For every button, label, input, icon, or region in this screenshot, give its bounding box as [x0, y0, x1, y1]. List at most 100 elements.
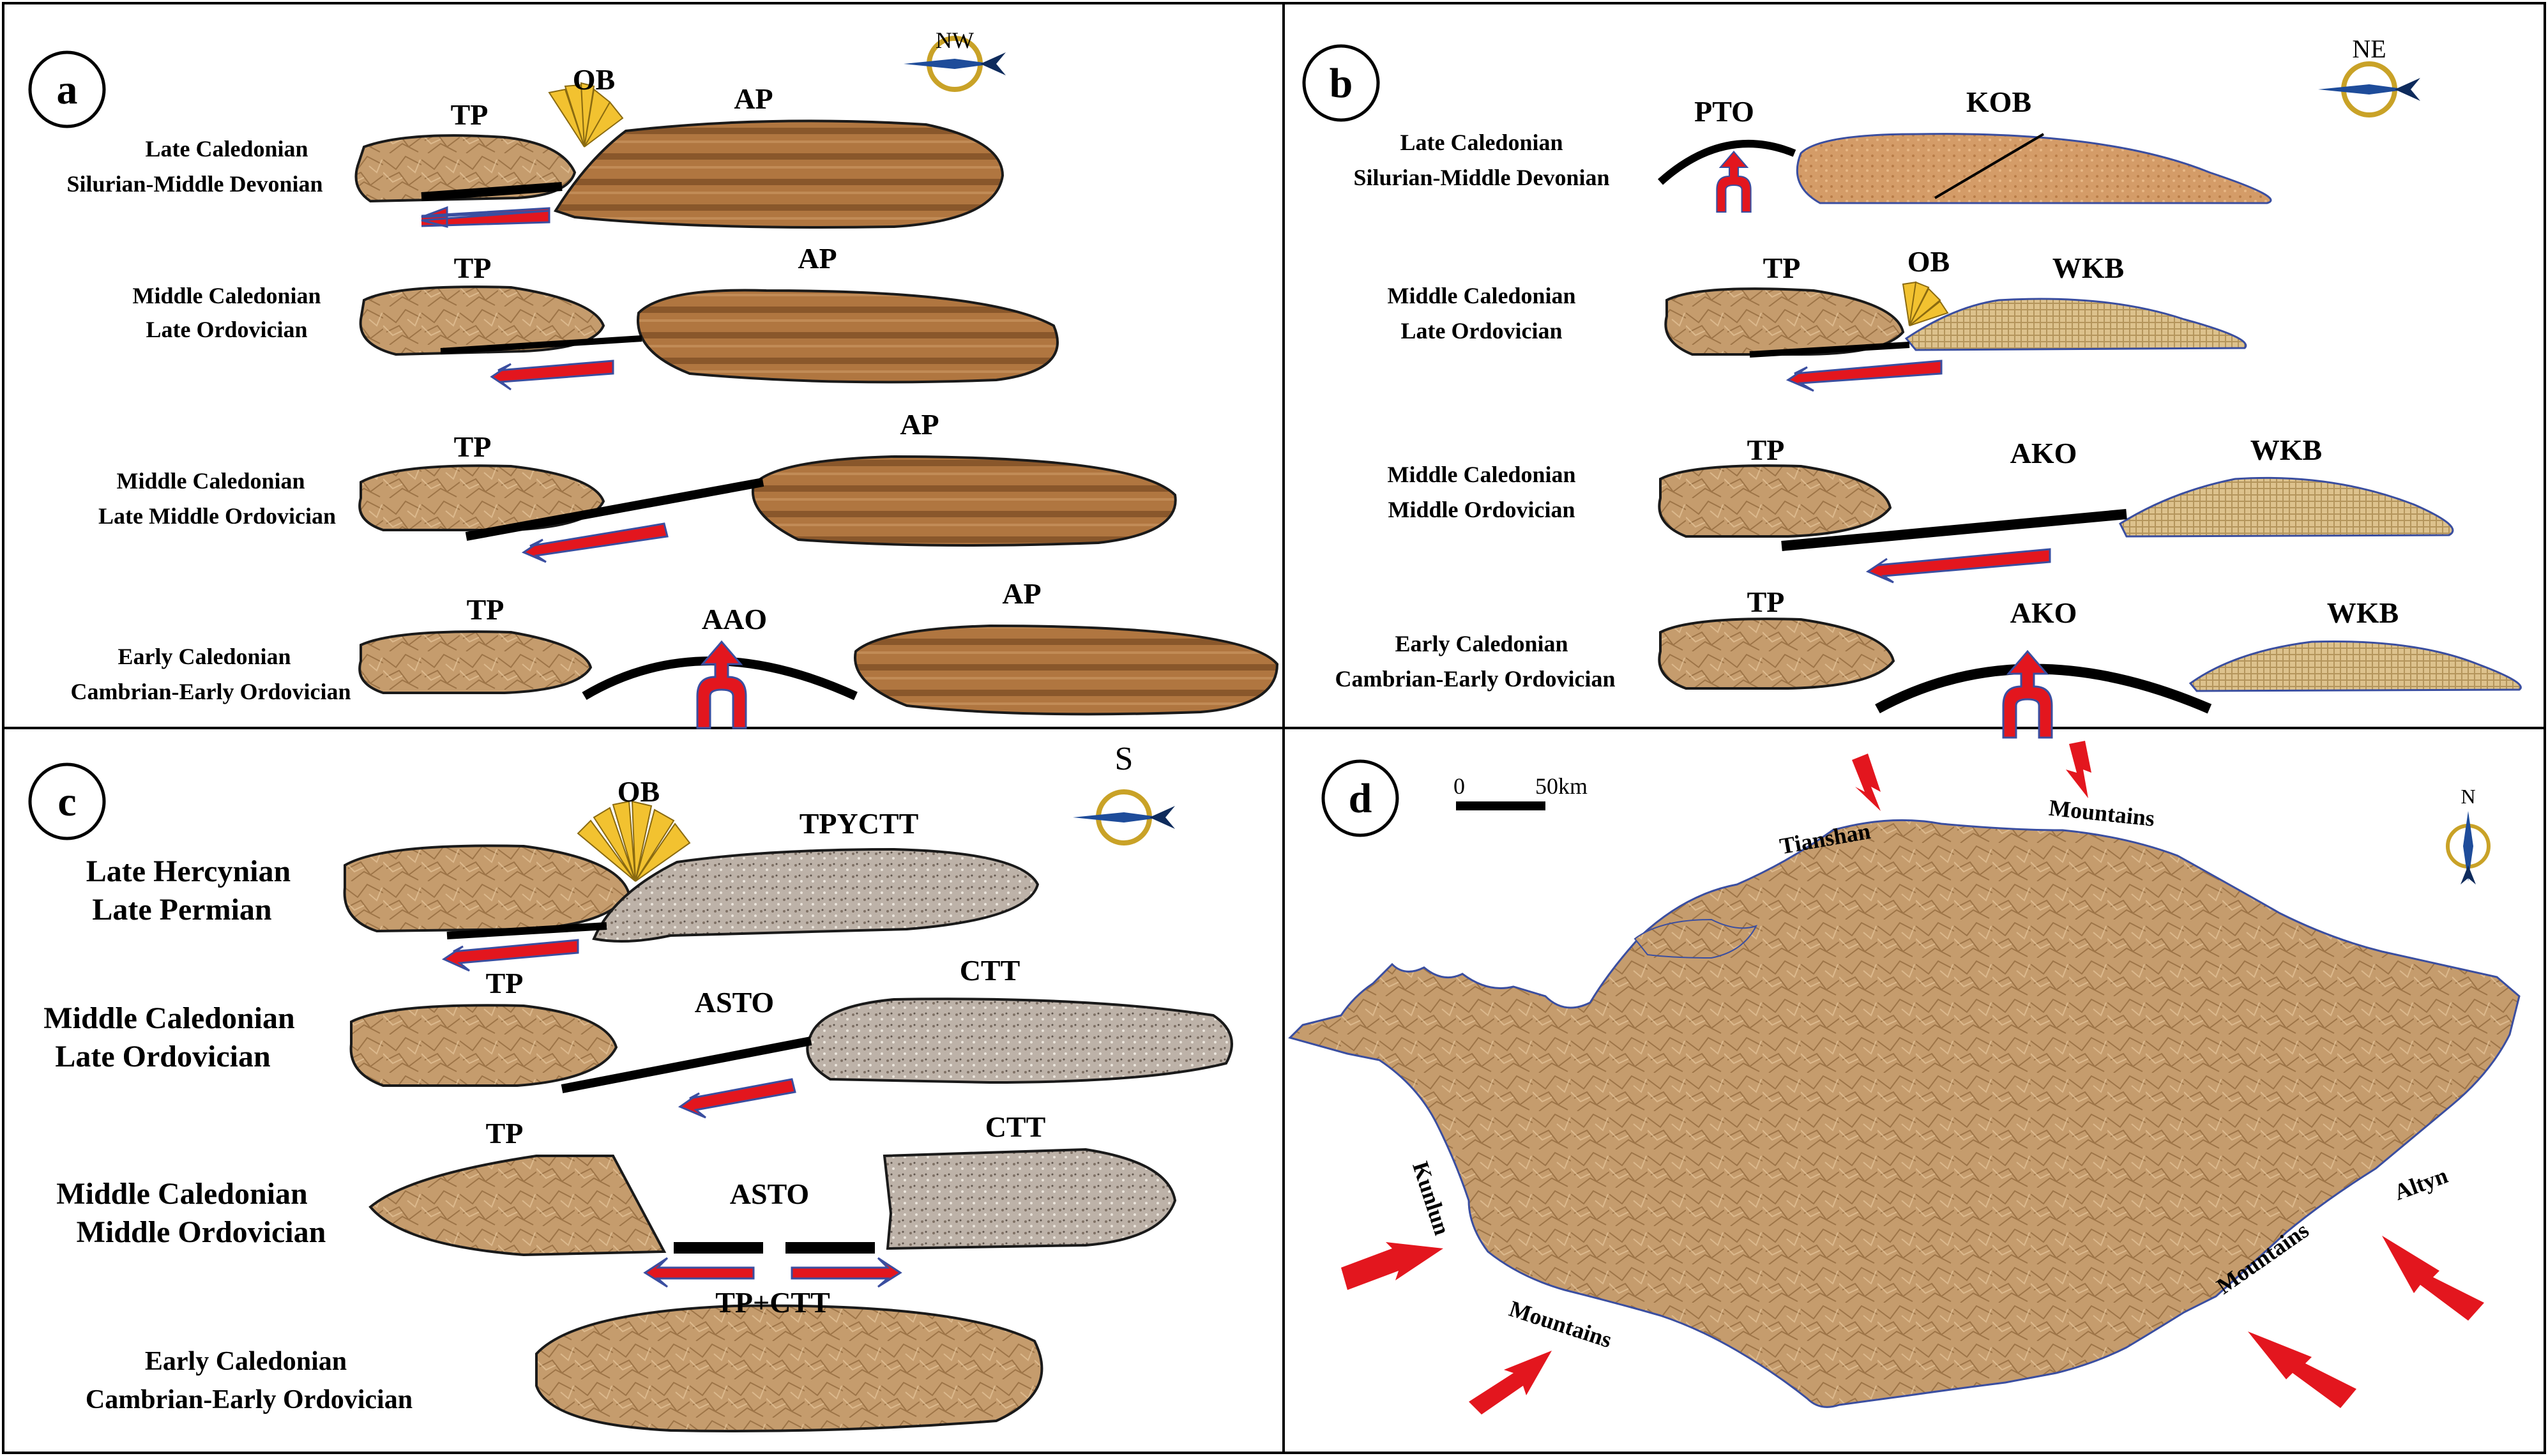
- panel-c-row3-tp: TP: [486, 1117, 524, 1149]
- panel-b-row3-stage: Middle Caledonian: [1387, 462, 1575, 487]
- panel-b-row2-period: Late Ordovician: [1401, 318, 1563, 344]
- panel-b-row3-subduction: [1781, 509, 2127, 551]
- panel-b-row4-ako: AKO: [2010, 596, 2077, 629]
- panel-b-row2-tp: TP: [1763, 252, 1801, 284]
- panel-b-row4-tp-plate: [1658, 618, 1895, 690]
- north-arrow-icon: [2446, 811, 2491, 884]
- panel-a-row4-ap-plate: [854, 624, 1279, 716]
- panel-c-row2-asto: ASTO: [695, 986, 774, 1019]
- panel-a-row1-tp-plate: [354, 134, 577, 203]
- panel-b-row2-wkb: WKB: [2052, 252, 2124, 284]
- panel-a-row1-subduction: [421, 182, 563, 201]
- panel-c-row4-stage: Early Caledonian: [145, 1347, 347, 1376]
- compass-icon: [2318, 64, 2420, 115]
- panel-c-row1-subduction: [446, 922, 607, 939]
- panel-c-row3-arrow-right: [791, 1257, 902, 1288]
- panel-c-row4-tpctt-plate: [535, 1304, 1043, 1432]
- panel-d: d 0 50km N Tianshan Mountains Kunlun Mou…: [1288, 741, 2521, 1414]
- panel-a-row4-stage: Early Caledonian: [118, 644, 291, 669]
- panel-a-row3-stage: Middle Caledonian: [116, 468, 305, 494]
- panel-a-row2-tp: TP: [454, 252, 492, 284]
- tarim-northwest-lobe: [1634, 918, 1757, 959]
- panel-a-row1-ap-plate: [553, 119, 1005, 229]
- panel-b-row2-wkb-plate: [1904, 298, 2247, 351]
- upwelling-arrow-icon: [696, 641, 747, 729]
- panel-c-compass-label: S: [1115, 741, 1134, 777]
- compression-arrow-east: [2382, 1236, 2484, 1321]
- label-mountains-southwest: Mountains: [1506, 1296, 1615, 1353]
- panel-c-row2-ctt: CTT: [960, 954, 1020, 987]
- panel-c-row2-period: Late Ordovician: [55, 1040, 270, 1073]
- panel-c-row4-period: Cambrian-Early Ordovician: [86, 1385, 413, 1414]
- panel-b-row3-wkb-plate: [2119, 476, 2454, 538]
- panel-b-row2-ob: OB: [1907, 245, 1950, 278]
- compass-icon: [1073, 792, 1175, 843]
- upwelling-arrow-icon: [1716, 151, 1752, 213]
- panel-b-row3-arrow: [1865, 548, 2051, 584]
- panel-a-frame: [2, 2, 1285, 729]
- panel-a-row4-tp-plate: [358, 630, 593, 694]
- panel-a-row4-aao: AAO: [702, 603, 767, 635]
- panel-a-row3-period: Late Middle Ordovician: [98, 503, 336, 529]
- panel-b-row1-kob-plate: [1796, 133, 2272, 204]
- panel-a-row3-tp-plate: [358, 464, 605, 531]
- panel-a-row3-ap: AP: [900, 408, 939, 441]
- panel-c-row1-period: Late Permian: [92, 893, 271, 927]
- panel-b-row2-stage: Middle Caledonian: [1387, 283, 1575, 308]
- label-kunlun: Kunlun: [1407, 1158, 1455, 1238]
- panel-c-row2-subduction: [561, 1036, 812, 1093]
- panel-b-row1-fault: [1934, 133, 2045, 199]
- panel-c-row2-tp-plate: [349, 1004, 618, 1087]
- panel-a-compass-label: NW: [936, 27, 974, 53]
- panel-b-row4-period: Cambrian-Early Ordovician: [1335, 666, 1616, 692]
- panel-a-letter: a: [57, 66, 78, 113]
- panel-b-row2-subduction: [1749, 342, 1910, 358]
- panel-b-row4-tp: TP: [1747, 586, 1785, 618]
- panel-b-row4-wkb: WKB: [2327, 596, 2399, 629]
- panel-c-row1-tpyctt-plate: [592, 847, 1040, 943]
- panel-c-row3-period: Middle Ordovician: [77, 1215, 326, 1249]
- panel-c-row3-tp-plate: [368, 1155, 667, 1257]
- panel-a-row2-stage: Middle Caledonian: [132, 283, 321, 308]
- panel-a-row3-subduction: [465, 478, 764, 541]
- panel-d-frame: [1282, 727, 2546, 1454]
- panel-b-row1-kob: KOB: [1966, 86, 2031, 118]
- scale-zero: 0: [1453, 773, 1465, 799]
- panel-b-letter-circle: [1302, 44, 1380, 122]
- panel-a-row2-tp-plate: [359, 285, 605, 356]
- panel-a-row1-arrow: [421, 206, 550, 228]
- panel-c-row3-ridge-left: [674, 1242, 763, 1254]
- panel-b-row3-period: Middle Ordovician: [1388, 497, 1575, 522]
- panel-a-row2-period: Late Ordovician: [146, 317, 308, 342]
- panel-c-letter: c: [57, 778, 76, 825]
- panel-a-row4-period: Cambrian-Early Ordovician: [71, 679, 351, 704]
- panel-a-row1-ap: AP: [734, 82, 773, 115]
- panel-b-row3-tp-plate: [1658, 464, 1892, 538]
- compression-arrow-north-2: [2066, 741, 2091, 798]
- panel-b-row1-pto: PTO: [1694, 95, 1754, 128]
- panel-c: c S Late Hercynian Late Permian OB TPYCT…: [28, 741, 1233, 1432]
- panel-a-row1-stage: Late Caledonian: [145, 136, 308, 162]
- panel-c-row3-stage: Middle Caledonian: [56, 1177, 307, 1211]
- panel-c-row2-ctt-plate: [806, 997, 1233, 1084]
- compression-arrow-north-1: [1852, 754, 1881, 811]
- panel-a-row2-arrow: [490, 360, 614, 391]
- panel-c-row1-ob-fan: [577, 800, 691, 882]
- panel-b-row1-stage: Late Caledonian: [1400, 130, 1563, 155]
- panel-a-row2-ap-plate: [637, 289, 1059, 384]
- panel-c-row4-tpctt: TP+CTT: [715, 1286, 830, 1319]
- panel-a-row1-period: Silurian-Middle Devonian: [66, 171, 322, 197]
- panel-b: b NE Late Caledonian Silurian-Middle Dev…: [1302, 34, 2522, 739]
- panel-a-row3-ap-plate: [751, 455, 1177, 547]
- panel-d-letter-circle: [1321, 759, 1399, 837]
- panel-d-letter: d: [1349, 775, 1372, 822]
- panel-c-row1-stage: Late Hercynian: [86, 854, 291, 888]
- panel-b-row1-period: Silurian-Middle Devonian: [1353, 165, 1609, 190]
- label-mountains-north: Mountains: [2048, 794, 2156, 831]
- compression-arrow-west: [1341, 1242, 1443, 1290]
- panel-c-row1-arrow: [441, 939, 579, 972]
- panel-b-row1-pto-arc: [1657, 140, 1796, 185]
- panel-c-letter-circle: [28, 762, 106, 840]
- panel-b-row3-wkb: WKB: [2250, 434, 2322, 466]
